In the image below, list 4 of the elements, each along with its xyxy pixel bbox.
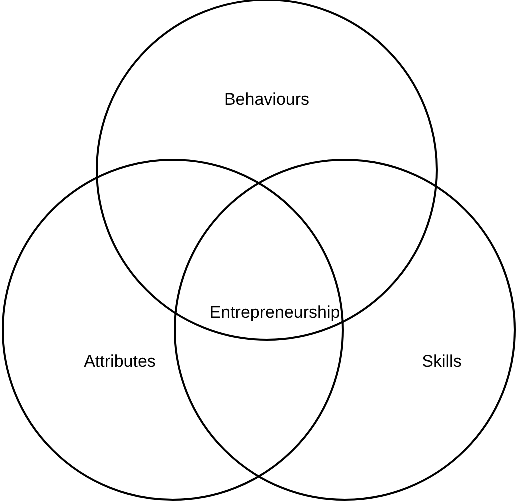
circle-label: Skills xyxy=(422,352,462,372)
overlap-label: Entrepreneurship xyxy=(210,303,340,323)
circle-label: Attributes xyxy=(84,352,156,372)
circle-label: Behaviours xyxy=(224,90,310,110)
